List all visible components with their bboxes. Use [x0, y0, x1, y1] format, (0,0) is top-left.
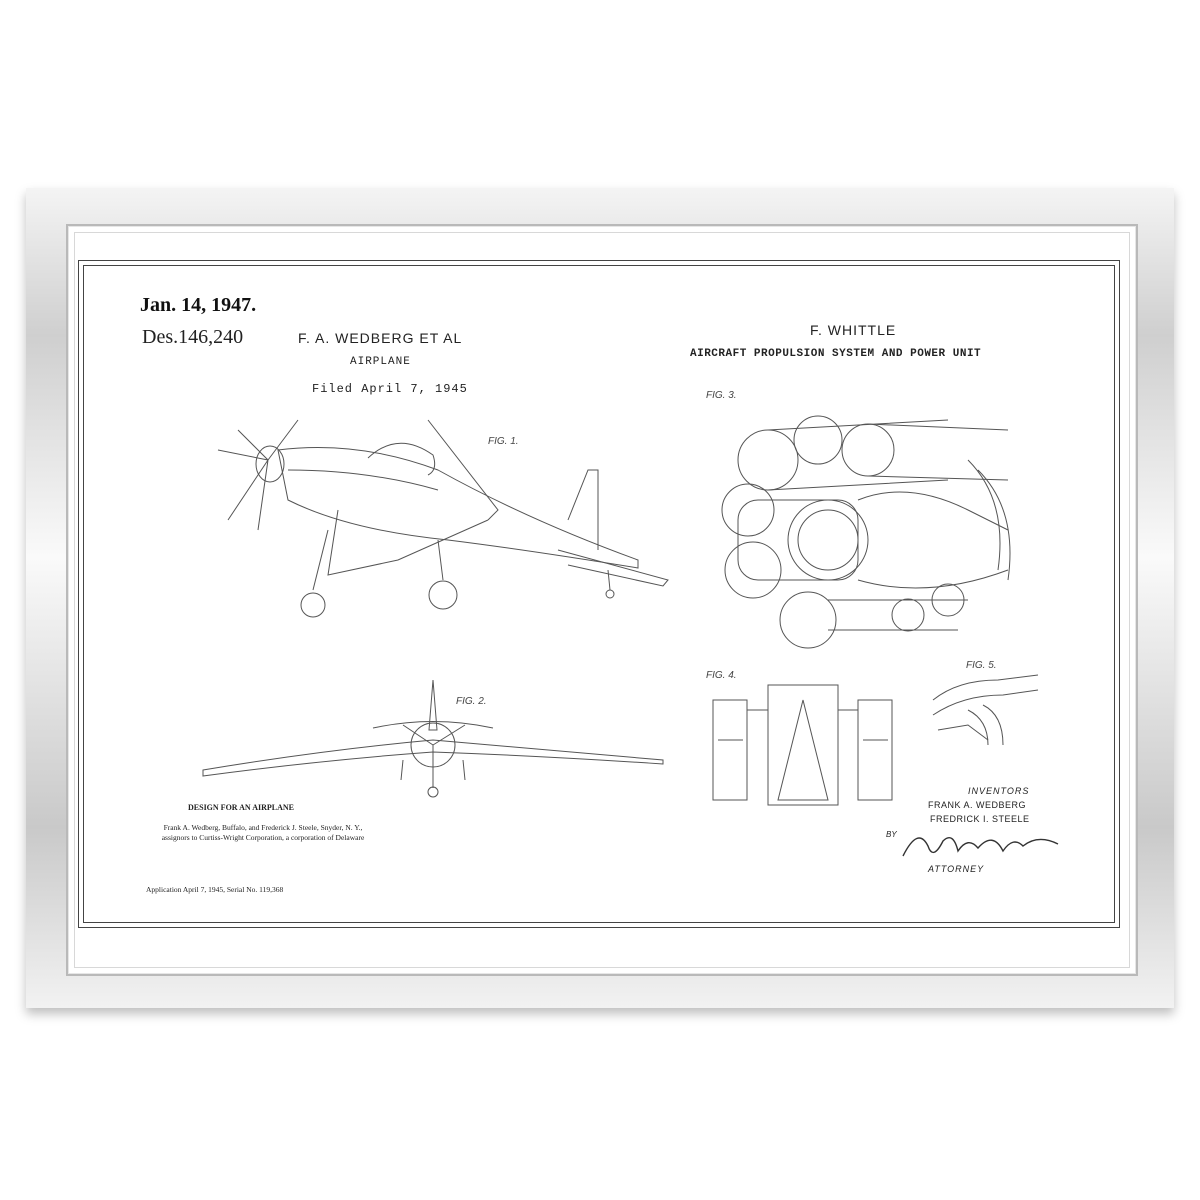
left-inventor-heading: F. A. WEDBERG ET AL: [298, 330, 463, 346]
right-inventor-heading: F. WHITTLE: [810, 322, 897, 338]
patent-date: Jan. 14, 1947.: [140, 294, 257, 316]
filed-date: Filed April 7, 1945: [312, 382, 468, 396]
airplane-front-view-drawing: [202, 679, 664, 798]
by-label: BY: [886, 830, 897, 839]
fig2-label: FIG. 2.: [456, 696, 487, 707]
inventor-name-2: FREDRICK I. STEELE: [930, 814, 1030, 824]
fig5-label: FIG. 5.: [966, 660, 997, 671]
attorney-signature: [902, 837, 1059, 857]
outer-border-rule: [78, 260, 1120, 928]
patent-print: Jan. 14, 1947. Des.146,240 F. A. WEDBERG…: [78, 260, 1120, 928]
fig4-label: FIG. 4.: [706, 670, 737, 681]
inner-border-rule: [83, 265, 1115, 923]
inventors-label: INVENTORS: [968, 786, 1030, 796]
jet-engine-drawing: [721, 415, 1011, 649]
combustor-detail-drawing: [932, 674, 1039, 746]
picture-frame: Jan. 14, 1947. Des.146,240 F. A. WEDBERG…: [26, 188, 1174, 1008]
left-subject: AIRPLANE: [350, 356, 411, 368]
inventor-name-1: FRANK A. WEDBERG: [928, 800, 1027, 810]
fig3-label: FIG. 3.: [706, 390, 737, 401]
right-subject: AIRCRAFT PROPULSION SYSTEM AND POWER UNI…: [690, 348, 982, 360]
airplane-side-view-drawing: [217, 419, 669, 618]
engine-section-drawing: [712, 684, 893, 806]
application-line: Application April 7, 1945, Serial No. 11…: [146, 885, 284, 894]
design-description: Frank A. Wedberg, Buffalo, and Frederick…: [161, 823, 365, 842]
design-title: DESIGN FOR AN AIRPLANE: [188, 803, 295, 812]
attorney-label: ATTORNEY: [928, 864, 985, 874]
fig1-label: FIG. 1.: [488, 436, 519, 447]
design-number: Des.146,240: [142, 326, 244, 348]
